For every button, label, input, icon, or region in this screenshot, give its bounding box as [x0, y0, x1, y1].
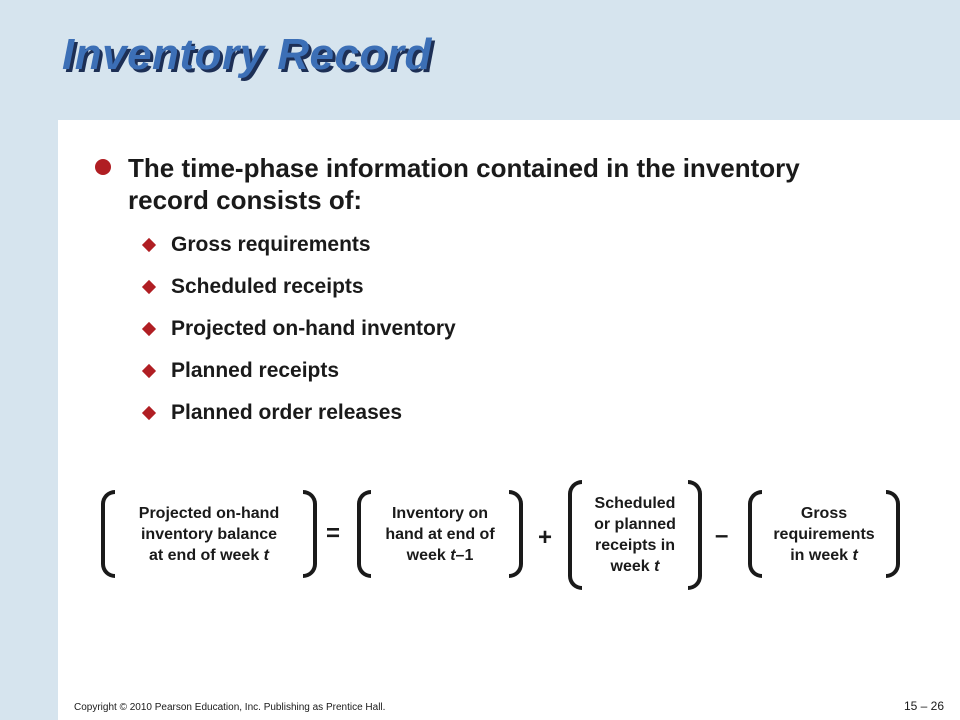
term-line: in week	[790, 546, 853, 564]
term-line: Projected on-hand	[138, 504, 280, 522]
sub-bullet-text: Gross requirements	[171, 232, 371, 256]
term-line: hand at end of	[385, 525, 495, 543]
sub-bullet-text: Planned order releases	[171, 400, 403, 424]
equals-operator: =	[326, 520, 341, 547]
term-variable: t	[654, 558, 660, 575]
diamond-bullet-icon	[141, 321, 157, 336]
content-panel	[58, 120, 960, 720]
term-line: week	[610, 558, 655, 575]
list-item: Gross requirements	[140, 230, 456, 259]
main-bullet: The time-phase information contained in …	[95, 152, 828, 216]
term-suffix: –1	[455, 546, 474, 564]
left-paren-icon	[101, 490, 115, 578]
diamond-bullet-icon	[141, 279, 157, 294]
term-variable: t	[450, 546, 456, 564]
bullet-dot-icon	[95, 159, 111, 175]
main-bullet-text: The time-phase information contained in …	[128, 153, 800, 215]
right-paren-icon	[886, 490, 900, 578]
term-line: Scheduled	[594, 495, 676, 512]
term-line: or planned	[594, 516, 676, 533]
left-paren-icon	[748, 490, 762, 578]
diamond-bullet-icon	[141, 237, 157, 252]
left-band	[0, 0, 58, 720]
page-number: 15 – 26	[903, 699, 944, 713]
list-item: Planned order releases	[140, 398, 456, 427]
term-line: week	[406, 546, 451, 564]
term-line: Gross	[800, 504, 848, 522]
right-paren-icon	[688, 480, 702, 590]
plus-operator: +	[538, 524, 553, 551]
right-paren-icon	[509, 490, 523, 578]
term-line: receipts in	[594, 537, 676, 554]
footer-copyright: Copyright © 2010 Pearson Education, Inc.…	[74, 702, 386, 713]
list-item: Projected on-hand inventory	[140, 314, 456, 343]
sub-bullet-text: Planned receipts	[171, 358, 340, 382]
formula-term-inventory-on-hand: Inventory on hand at end of week t–1	[357, 490, 523, 578]
term-variable: t	[263, 546, 269, 564]
left-paren-icon	[357, 490, 371, 578]
header-band	[0, 0, 960, 120]
right-paren-icon	[303, 490, 317, 578]
sub-bullet-list: Gross requirements Scheduled receipts Pr…	[140, 230, 456, 440]
diamond-bullet-icon	[141, 363, 157, 378]
slide-title: Inventory Record	[62, 30, 432, 79]
list-item: Scheduled receipts	[140, 272, 456, 301]
diamond-bullet-icon	[141, 405, 157, 420]
sub-bullet-text: Projected on-hand inventory	[171, 316, 456, 340]
list-item: Planned receipts	[140, 356, 456, 385]
term-line: inventory balance	[140, 525, 278, 543]
term-line: at end of week	[148, 546, 264, 564]
term-variable: t	[852, 546, 858, 564]
left-paren-icon	[568, 480, 582, 590]
formula-term-projected-balance: Projected on-hand inventory balance at e…	[101, 490, 317, 578]
formula-term-gross-requirements: Gross requirements in week t	[748, 490, 900, 578]
formula-term-scheduled-receipts: Scheduled or planned receipts in week t	[568, 480, 702, 590]
sub-bullet-text: Scheduled receipts	[171, 274, 364, 298]
term-line: Inventory on	[391, 504, 488, 522]
minus-operator: –	[715, 522, 729, 549]
term-line: requirements	[773, 525, 875, 543]
